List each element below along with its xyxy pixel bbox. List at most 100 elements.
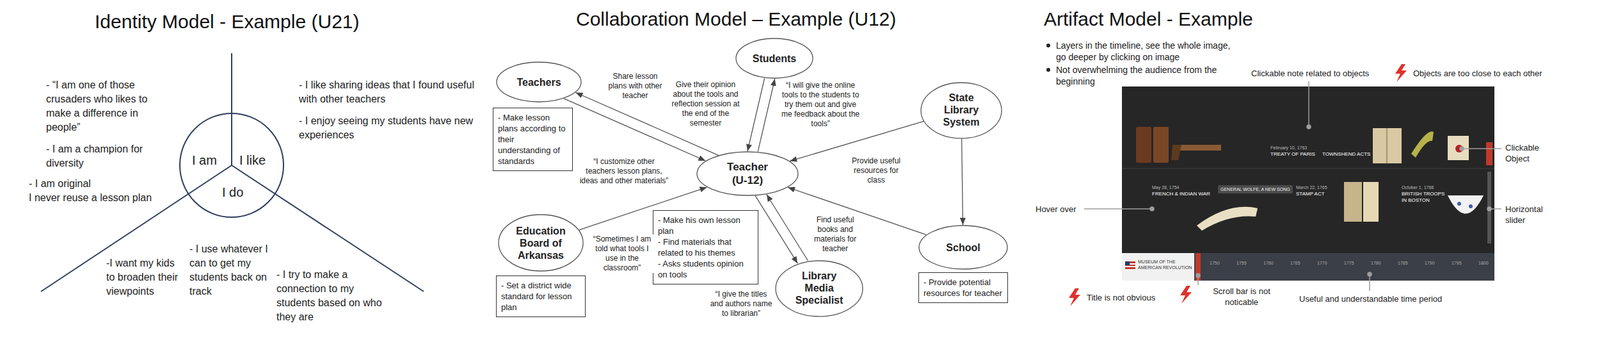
bowl-pattern <box>1457 201 1462 206</box>
leader-line <box>1368 273 1371 291</box>
node-label: Library Media Specialist <box>791 269 848 306</box>
text-anchor: Scroll bar is not noticable <box>1203 285 1280 308</box>
timeline-year: 1750 <box>1209 259 1220 266</box>
timeline-year: 1795 <box>1451 259 1462 266</box>
timeline-year: 1785 <box>1397 259 1408 266</box>
text-anchor: Horizontal slider <box>1505 203 1557 226</box>
text-anchor: BRITISH TROOPS IN BOSTON <box>1401 190 1447 204</box>
actor-ellipse: Students <box>735 37 814 79</box>
text-anchor: Not overwhelming the audience from the b… <box>1056 64 1236 88</box>
text-anchor: Hover over <box>1035 203 1077 215</box>
text-anchor: TREATY OF PARIS <box>1270 151 1316 158</box>
slider-track <box>1487 171 1492 244</box>
text-anchor: Collaboration Model – Example (U12) <box>576 7 896 31</box>
text-anchor: Layers in the timeline, see the whole im… <box>1056 39 1236 63</box>
text-anchor: March 22, 1765 <box>1296 184 1328 191</box>
bowl-pattern <box>1468 204 1473 208</box>
leader-dot <box>1367 272 1372 276</box>
leader-dot <box>1459 146 1464 151</box>
edge-label: Find useful books and materials for teac… <box>810 215 861 254</box>
text-anchor: - I try to make a connection to my stude… <box>276 267 389 324</box>
text-anchor: I am <box>192 152 217 168</box>
text-anchor: STAMP ACT <box>1296 190 1325 198</box>
actor-ellipse: Teachers <box>496 61 582 103</box>
text-anchor: 1750 <box>1209 259 1220 266</box>
text-anchor: “I customize other teachers lesson plans… <box>579 156 669 186</box>
text-anchor: - I am a champion for diversity <box>46 142 171 171</box>
actor-ellipse: Education Board of Arkansas <box>497 213 584 272</box>
note-text: - Asks students opinion on tools <box>657 257 754 280</box>
edge-label: “I give the titles and authors name to l… <box>709 289 774 319</box>
ellipse-shape <box>775 260 863 317</box>
text-anchor: February 10, 1763 <box>1270 144 1307 151</box>
text-anchor: 1800 <box>1478 259 1489 266</box>
text-anchor: FRENCH & INDIAN WAR <box>1152 190 1211 198</box>
leader-lines <box>1084 81 1502 291</box>
sector-label: I like <box>239 152 266 168</box>
connector-arrow <box>766 194 809 262</box>
central-actor-ellipse: Teacher (U-12) <box>696 151 799 196</box>
note-text: - Find materials that related to his the… <box>657 236 754 258</box>
timeline-year: 1760 <box>1263 259 1274 266</box>
text-anchor: 1755 <box>1236 259 1247 266</box>
note-box: - Set a district wide standard for lesso… <box>496 275 586 317</box>
quote-text: - I am original <box>28 176 91 191</box>
event-date: May 28, 1754 <box>1152 184 1179 191</box>
leader-dot <box>1150 206 1154 211</box>
text-anchor: October 1, 1768 <box>1401 184 1434 191</box>
actor-ellipse: State Library System <box>920 81 1003 139</box>
event-name: BRITISH TROOPS IN BOSTON <box>1401 190 1447 204</box>
leader-dot <box>1487 206 1492 211</box>
text-anchor: - I am original <box>28 176 91 191</box>
connector-arrow <box>961 138 964 226</box>
divider-line <box>231 53 233 166</box>
book-artifact <box>1344 181 1362 222</box>
flag-icon <box>1125 261 1130 265</box>
text-anchor: Share lesson plans with other teacher <box>604 71 666 101</box>
event-name: FRENCH & INDIAN WAR <box>1152 190 1211 198</box>
callout-text: Clickable note related to objects <box>1251 67 1369 79</box>
text-anchor: - I enjoy seeing my students have new ex… <box>298 113 475 143</box>
quote-text: - I enjoy seeing my students have new ex… <box>298 113 475 143</box>
musket-artifact <box>1171 144 1182 160</box>
text-anchor: “I give the titles and authors name to l… <box>709 289 774 319</box>
row-divider <box>1121 167 1495 169</box>
text-anchor: May 28, 1754 <box>1152 184 1179 191</box>
timeline-year: 1780 <box>1370 259 1382 266</box>
bullet-dot <box>1046 67 1051 72</box>
callout-text: Hover over <box>1035 203 1077 215</box>
text-anchor: I like <box>239 152 266 168</box>
lightning-icon <box>1395 64 1407 82</box>
note-text: - Make his own lesson plan <box>657 214 754 237</box>
bullet-dot <box>1046 43 1051 48</box>
event-name: TREATY OF PARIS <box>1270 151 1316 158</box>
ellipse-shape <box>498 214 584 271</box>
logo-area <box>1121 252 1195 281</box>
connector-arrow <box>757 78 776 152</box>
text-anchor: MUSEUM OF THE AMERICAN REVOLUTION <box>1137 258 1193 271</box>
ellipse-outline <box>696 151 799 196</box>
tooltip-text: GENERAL WOLFE, A NEW SONG <box>1220 186 1291 192</box>
text-anchor: - I use whatever I can to get my student… <box>189 241 276 299</box>
text-anchor: 1760 <box>1263 259 1274 266</box>
text-anchor: Objects are too close to each other <box>1413 67 1543 79</box>
quote-text: - I like sharing ideas that I found usef… <box>298 78 475 107</box>
event-date: February 10, 1763 <box>1270 144 1307 151</box>
text-anchor: Clickable note related to objects <box>1251 67 1369 79</box>
event-date: March 22, 1765 <box>1296 184 1328 191</box>
bowl-artifact <box>1447 195 1484 214</box>
text-anchor: I never reuse a lesson plan <box>28 190 152 205</box>
connector-arrow <box>755 195 798 264</box>
hover-tooltip: GENERAL WOLFE, A NEW SONG <box>1217 184 1293 194</box>
book-artifact <box>1136 126 1152 163</box>
text-anchor: -I want my kids to broaden their viewpoi… <box>106 256 185 299</box>
actor-ellipse: Library Media Specialist <box>775 259 864 317</box>
lightning-icon <box>1068 288 1081 306</box>
edge-label: Share lesson plans with other teacher <box>604 71 666 101</box>
edge-label: “Sometimes I am told what tools I use in… <box>590 234 655 273</box>
flag-icon <box>1125 265 1136 267</box>
ellipse-shape <box>919 225 1008 269</box>
sector-label: I do <box>222 184 244 200</box>
text-anchor: Useful and understandable time period <box>1299 293 1442 304</box>
